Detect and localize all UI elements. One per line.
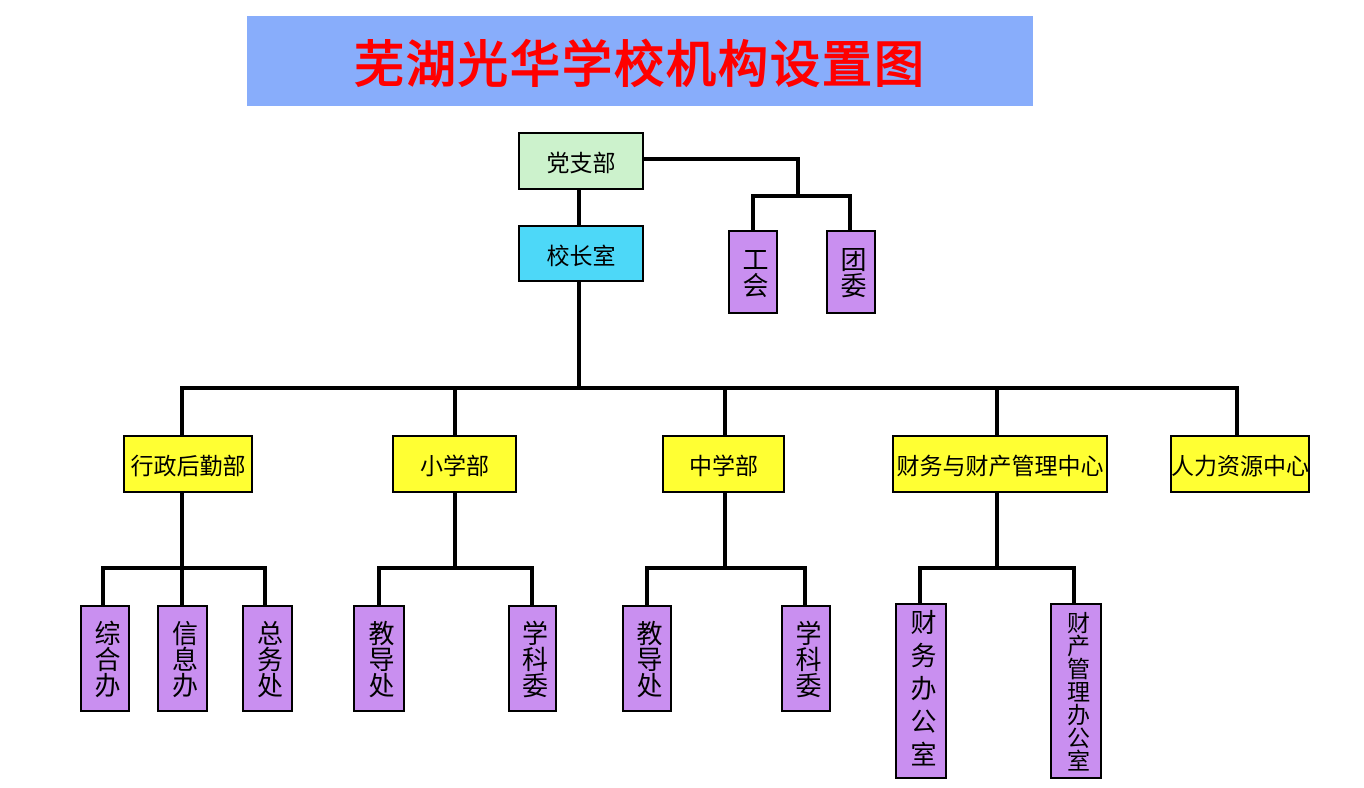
connector-line <box>577 282 581 388</box>
node-label: 财务与财产管理中心 <box>896 454 1104 479</box>
node-property-management-office: 财产管理办公室 <box>1050 603 1102 779</box>
connector-line <box>530 566 534 605</box>
connector-line <box>723 493 727 568</box>
node-label: 党支部 <box>546 151 616 176</box>
connector-line <box>918 566 1076 570</box>
connector-line <box>796 157 800 198</box>
connector-line <box>377 566 381 605</box>
node-primary-subject-committee: 学科委 <box>508 605 557 712</box>
node-label: 中学部 <box>689 454 758 479</box>
connector-line <box>995 493 999 568</box>
node-primary-dean-office: 教导处 <box>353 605 405 712</box>
chart-title-bar: 芜湖光华学校机构设置图 <box>247 16 1033 106</box>
node-hr-center: 人力资源中心 <box>1170 435 1310 493</box>
node-information-office: 信息办 <box>157 605 208 712</box>
connector-line <box>918 566 922 603</box>
connector-line <box>645 566 649 605</box>
connector-line <box>803 566 807 605</box>
connector-line <box>644 157 800 161</box>
node-label: 教导处 <box>365 619 394 698</box>
node-finance-office: 财务办公室 <box>895 603 947 779</box>
connector-line <box>263 566 267 605</box>
node-labor-union: 工会 <box>728 230 778 314</box>
connector-line <box>1072 566 1076 603</box>
node-primary-school-dept: 小学部 <box>392 435 517 493</box>
node-admin-logistics-dept: 行政后勤部 <box>123 435 253 493</box>
node-label: 行政后勤部 <box>130 454 246 479</box>
node-label: 信息办 <box>168 619 198 698</box>
connector-line <box>995 386 999 435</box>
node-party-branch: 党支部 <box>518 132 644 190</box>
node-general-office: 综合办 <box>80 605 130 712</box>
connector-line <box>180 566 184 605</box>
node-label: 工会 <box>739 246 768 298</box>
connector-line <box>180 386 184 435</box>
node-general-affairs-office: 总务处 <box>242 605 293 712</box>
connector-line <box>848 194 852 230</box>
node-principal-office: 校长室 <box>518 225 644 282</box>
connector-line <box>645 566 807 570</box>
chart-title: 芜湖光华学校机构设置图 <box>354 37 926 93</box>
connector-line <box>453 493 457 568</box>
connector-line <box>751 194 755 230</box>
connector-line <box>101 566 105 605</box>
node-label: 财产管理办公室 <box>1063 610 1089 772</box>
node-youth-league: 团委 <box>826 230 876 314</box>
node-label: 财务办公室 <box>907 608 936 774</box>
node-label: 总务处 <box>253 619 283 698</box>
node-middle-subject-committee: 学科委 <box>781 605 831 712</box>
node-label: 学科委 <box>518 619 548 698</box>
node-middle-school-dept: 中学部 <box>662 435 785 493</box>
connector-line <box>577 190 581 225</box>
node-label: 团委 <box>837 246 866 298</box>
connector-line <box>101 566 267 570</box>
node-label: 教导处 <box>633 619 662 698</box>
node-label: 校长室 <box>546 243 616 269</box>
node-finance-property-center: 财务与财产管理中心 <box>892 435 1108 493</box>
node-label: 学科委 <box>792 619 821 698</box>
node-label: 小学部 <box>420 454 489 479</box>
connector-line <box>723 386 727 435</box>
connector-line <box>751 194 852 198</box>
connector-line <box>377 566 534 570</box>
connector-line <box>180 386 1239 390</box>
node-label: 综合办 <box>91 619 120 698</box>
connector-line <box>1235 386 1239 435</box>
node-middle-dean-office: 教导处 <box>622 605 672 712</box>
connector-line <box>453 386 457 435</box>
node-label: 人力资源中心 <box>1171 454 1309 479</box>
connector-line <box>180 493 184 568</box>
